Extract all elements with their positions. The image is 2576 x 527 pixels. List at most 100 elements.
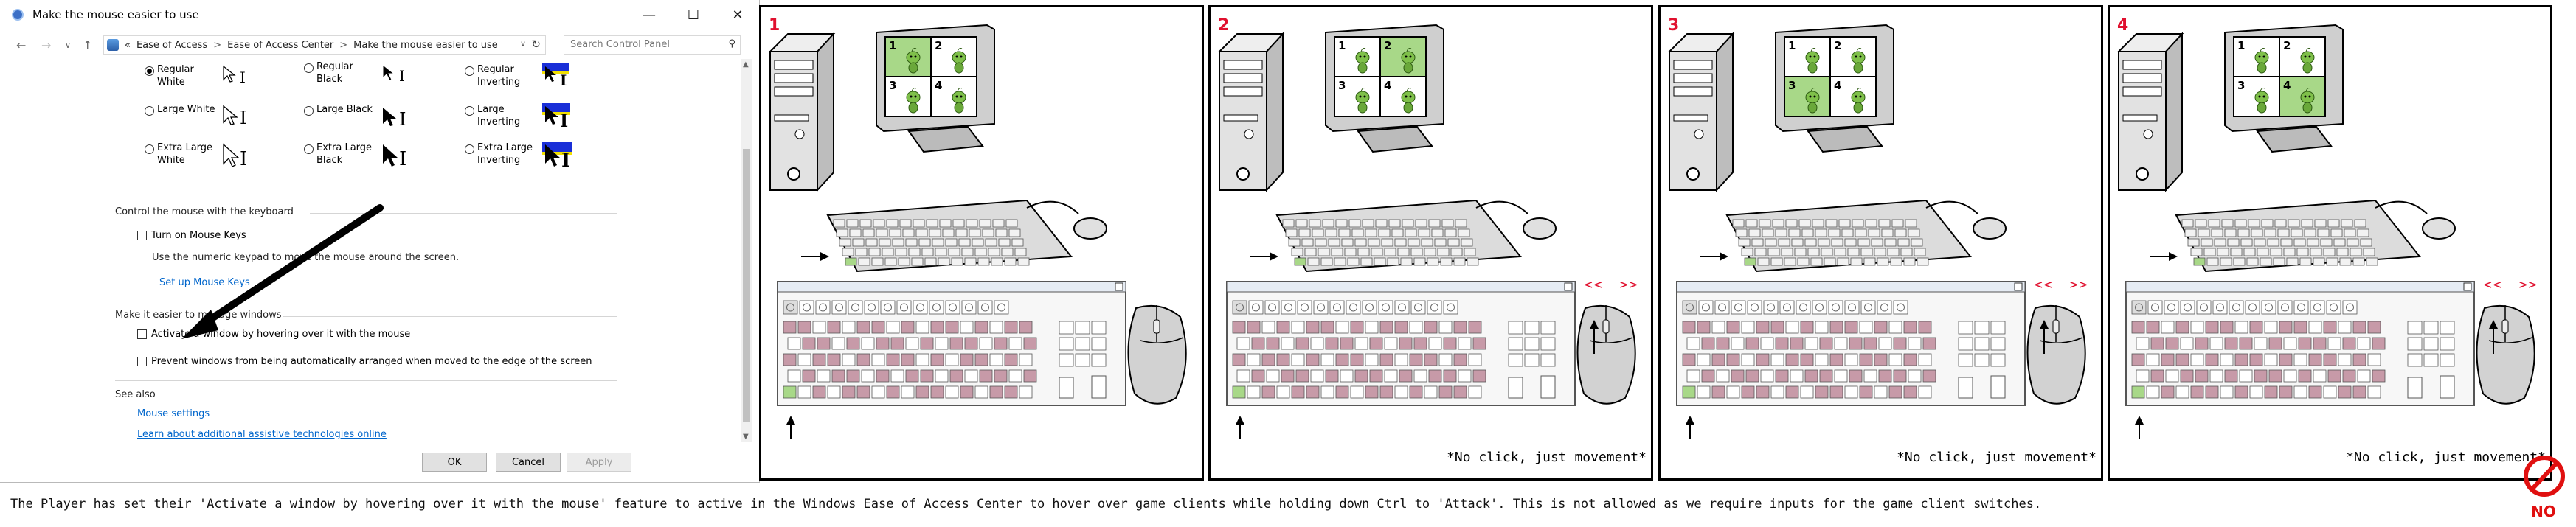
- game-character-icon: [1355, 88, 1370, 114]
- radio[interactable]: [304, 63, 314, 73]
- checkbox-box[interactable]: [137, 357, 147, 366]
- panel-number: 3: [1668, 16, 1680, 35]
- computer-tower-icon: [2116, 32, 2184, 192]
- keyboard-icon: [1725, 199, 1972, 273]
- svg-text:I: I: [240, 69, 246, 86]
- game-character-icon: [952, 48, 966, 74]
- large-mouse-icon: [1576, 304, 1636, 405]
- radio-selected[interactable]: [145, 66, 154, 76]
- mouse-icon: [1073, 217, 1107, 240]
- checkbox-box[interactable]: [137, 329, 147, 339]
- keyboard-icon: [826, 199, 1073, 273]
- svg-text:I: I: [561, 150, 570, 172]
- maximize-button[interactable]: ☐: [687, 7, 700, 23]
- window-title: Make the mouse easier to use: [32, 8, 199, 21]
- refresh-icon[interactable]: ↻: [531, 38, 541, 51]
- option-label: Large White: [157, 104, 215, 115]
- breadcrumb-sep-2: >: [339, 39, 348, 51]
- svg-text:I: I: [240, 108, 246, 128]
- back-arrow-icon[interactable]: ←: [16, 38, 27, 52]
- address-bar-row: ← → ∨ ↑ « > Ease of Access > Ease of Acc…: [0, 32, 759, 57]
- previous-client-arrows: <<: [1585, 277, 1604, 293]
- breadcrumb-current[interactable]: Make the mouse easier to use: [353, 39, 498, 51]
- radio[interactable]: [465, 66, 474, 76]
- minimize-button[interactable]: —: [643, 7, 656, 23]
- checkbox-box[interactable]: [137, 231, 147, 240]
- search-input[interactable]: Search Control Panel ⚲: [564, 35, 741, 55]
- pointer-option-large-inverting[interactable]: Large Inverting I: [465, 103, 573, 136]
- up-arrow-icon[interactable]: ↑: [83, 38, 93, 52]
- radio[interactable]: [465, 144, 474, 154]
- arrow-up-to-ctrl-icon: [2135, 416, 2144, 439]
- pointer-option-extra-large-inverting[interactable]: Extra Large Inverting I: [465, 142, 573, 174]
- next-client-arrows: >>: [2069, 277, 2089, 293]
- forward-arrow-icon[interactable]: →: [41, 38, 52, 52]
- arrow-up-to-ctrl-icon: [1686, 416, 1694, 439]
- pointer-option-regular-white[interactable]: Regular White I: [145, 63, 253, 96]
- mouse-icon: [1973, 217, 2007, 240]
- apply-button[interactable]: Apply: [567, 453, 631, 472]
- keyboard-icon: [2175, 199, 2421, 273]
- breadcrumb-sep-1: >: [213, 39, 222, 51]
- close-button[interactable]: ✕: [732, 7, 744, 23]
- svg-text:I: I: [399, 67, 405, 85]
- assistive-tech-link[interactable]: Learn about additional assistive technol…: [137, 429, 387, 440]
- address-dropdown-icon[interactable]: ∨: [519, 39, 526, 49]
- keyboard-icon: [1275, 199, 1522, 273]
- ease-of-access-window: Make the mouse easier to use — ☐ ✕ ← → ∨…: [0, 0, 760, 483]
- mouse-keys-checkbox[interactable]: Turn on Mouse Keys: [137, 230, 246, 241]
- pointer-option-regular-black[interactable]: Regular Black I: [304, 60, 412, 93]
- activate-hover-checkbox[interactable]: Activate a window by hovering over it wi…: [137, 329, 410, 340]
- arrow-to-ctrl-icon: [1250, 252, 1278, 261]
- pointer-option-extra-large-black[interactable]: Extra Large Black I: [304, 142, 412, 174]
- computer-tower-icon: [768, 32, 836, 192]
- computer-tower-icon: [1217, 32, 1285, 192]
- pointer-option-extra-large-white[interactable]: Extra Large White I: [145, 142, 253, 174]
- control-panel-small-icon: [107, 39, 119, 51]
- no-label: NO: [2531, 503, 2556, 520]
- divider: [283, 316, 617, 317]
- game-character-icon: [2254, 88, 2269, 114]
- windows-section-heading: Make it easier to manage windows: [115, 310, 282, 321]
- white-cursor-large-icon: I: [221, 103, 253, 136]
- mouse-settings-link[interactable]: Mouse settings: [137, 408, 210, 419]
- game-character-icon: [906, 88, 921, 114]
- set-up-mouse-keys-link[interactable]: Set up Mouse Keys: [159, 277, 250, 288]
- arrow-to-ctrl-icon: [2150, 252, 2178, 261]
- scroll-thumb[interactable]: [743, 149, 750, 422]
- option-label: Regular White: [157, 64, 194, 88]
- breadcrumb-ease-of-access-center[interactable]: Ease of Access Center: [227, 39, 334, 51]
- next-client-arrows: >>: [2518, 277, 2538, 293]
- panel-caption: *No click, just movement*: [2346, 450, 2546, 465]
- radio[interactable]: [465, 106, 474, 116]
- client-number: 2: [935, 39, 942, 52]
- scroll-up-icon[interactable]: ▲: [743, 60, 749, 69]
- pointer-option-large-black[interactable]: Large Black I: [304, 103, 412, 136]
- title-bar: Make the mouse easier to use — ☐ ✕: [0, 0, 759, 29]
- mouse-keys-description: Use the numeric keypad to move the mouse…: [152, 252, 460, 263]
- prohibited-icon: [2524, 456, 2565, 497]
- scroll-down-icon[interactable]: ▼: [743, 433, 749, 441]
- recent-chevron-icon[interactable]: ∨: [65, 41, 72, 50]
- pointer-option-regular-inverting[interactable]: Regular Inverting I: [465, 63, 573, 96]
- pointer-option-large-white[interactable]: Large White I: [145, 103, 253, 136]
- radio[interactable]: [145, 106, 154, 116]
- prevent-arrange-checkbox[interactable]: Prevent windows from being automatically…: [137, 356, 592, 367]
- large-mouse-icon: [2026, 304, 2086, 405]
- cancel-button[interactable]: Cancel: [496, 453, 561, 472]
- radio[interactable]: [304, 144, 314, 154]
- address-field[interactable]: « > Ease of Access > Ease of Access Cent…: [103, 35, 546, 55]
- radio[interactable]: [304, 106, 314, 116]
- svg-text:I: I: [240, 148, 247, 170]
- client-number: 1: [2237, 39, 2245, 52]
- vertical-scrollbar[interactable]: ▲ ▼: [741, 59, 752, 442]
- breadcrumb-ease-of-access[interactable]: Ease of Access: [136, 39, 208, 51]
- no-sign: NO: [2521, 451, 2572, 525]
- radio[interactable]: [145, 144, 154, 154]
- search-icon: ⚲: [728, 38, 735, 49]
- ok-button[interactable]: OK: [422, 453, 487, 472]
- option-label: Large Inverting: [477, 104, 521, 128]
